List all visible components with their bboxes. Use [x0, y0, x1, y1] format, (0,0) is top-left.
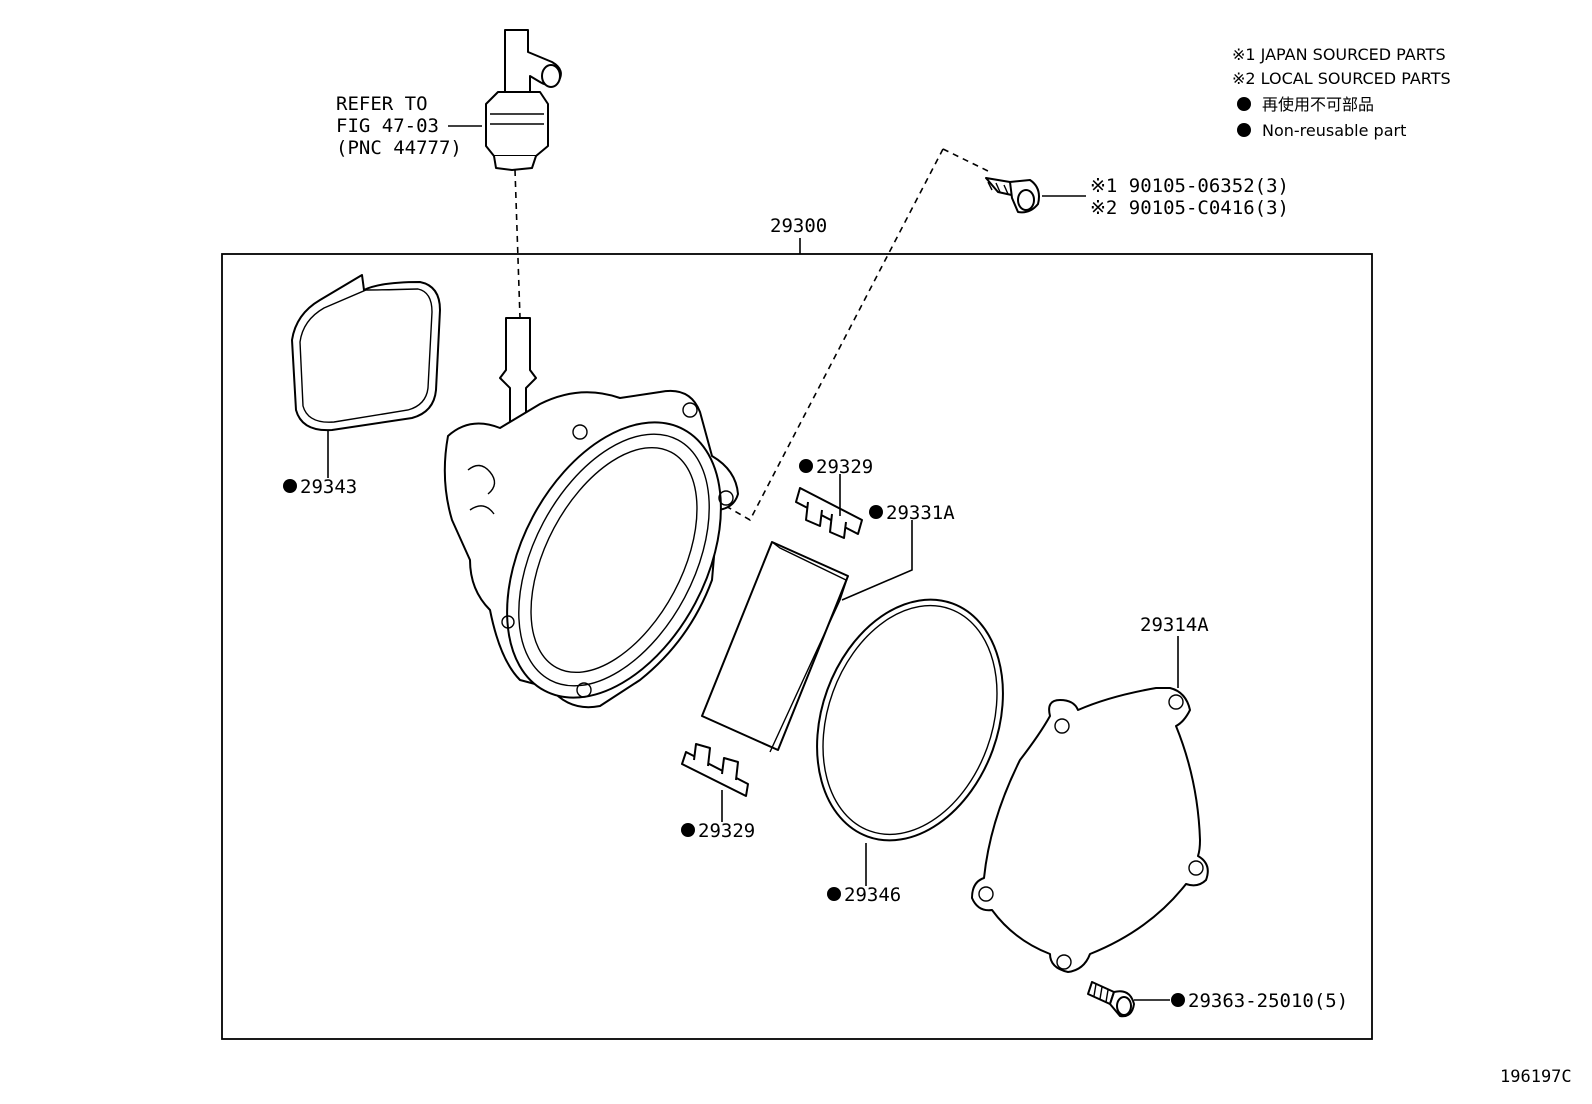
clip-29329-bottom-icon: [681, 743, 749, 797]
nonreusable-bullet-icon: [869, 505, 883, 519]
nonreusable-bullet-icon: [1171, 993, 1185, 1007]
part-29329-bottom-label: 29329: [698, 820, 755, 842]
o-ring-29346-icon: [816, 598, 1004, 842]
refer-label: REFER TO FIG 47-03 (PNC 44777): [336, 93, 482, 159]
clip-29329-top-icon: [795, 487, 863, 539]
legend-nonreusable-en: Non-reusable part: [1262, 121, 1406, 140]
vacuum-hose-fitting-icon: [485, 29, 562, 171]
nonreusable-bullet-icon: [1237, 123, 1251, 137]
part-29346-label: 29346: [844, 884, 901, 906]
gasket-29343-icon: [291, 274, 441, 432]
screw-29363-icon: [1087, 981, 1135, 1018]
refer-line2: FIG 47-03: [336, 115, 439, 137]
nonreusable-bullet-icon: [799, 459, 813, 473]
nonreusable-bullet-icon: [1237, 97, 1251, 111]
figure-id: 196197C: [1500, 1067, 1572, 1087]
bolt-top-label-1: ※1 90105-06352(3): [1090, 175, 1289, 197]
legend-local: ※2 LOCAL SOURCED PARTS: [1232, 69, 1451, 88]
legend: ※1 JAPAN SOURCED PARTS ※2 LOCAL SOURCED …: [1232, 45, 1451, 140]
bolt-top-icon: [985, 177, 1040, 214]
legend-nonreusable-jp: 再使用不可部品: [1262, 95, 1374, 114]
part-29329-top-label: 29329: [816, 456, 873, 478]
nonreusable-bullet-icon: [681, 823, 695, 837]
bolt-top-label-2: ※2 90105-C0416(3): [1090, 197, 1289, 219]
vane-29331a-icon: [701, 541, 849, 753]
refer-line3: (PNC 44777): [336, 137, 462, 159]
nonreusable-bullet-icon: [827, 887, 841, 901]
part-29314a-label: 29314A: [1140, 614, 1209, 636]
cover-plate-29314a-icon: [971, 687, 1209, 973]
part-29331a-label: 29331A: [886, 502, 955, 524]
nonreusable-bullet-icon: [283, 479, 297, 493]
legend-japan: ※1 JAPAN SOURCED PARTS: [1232, 45, 1446, 64]
assembly-box: [221, 253, 1373, 1040]
refer-line1: REFER TO: [336, 93, 428, 115]
part-29343-label: 29343: [300, 476, 357, 498]
part-29363-label: 29363-25010(5): [1188, 990, 1348, 1012]
pump-housing-icon: [443, 317, 739, 709]
assembly-label: 29300: [770, 215, 827, 237]
